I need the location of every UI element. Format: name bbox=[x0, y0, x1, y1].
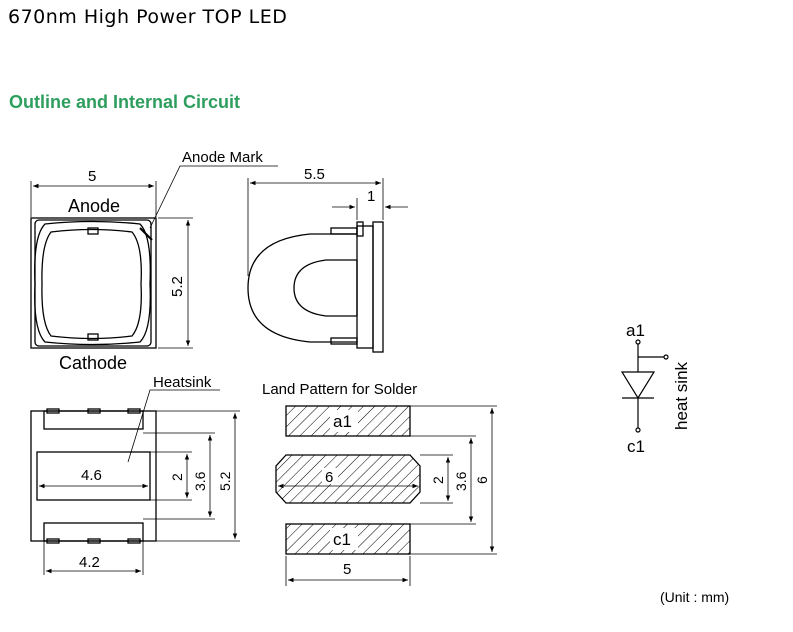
top-view-body bbox=[30, 217, 157, 349]
heatsink-height-dim: 2 bbox=[169, 473, 185, 481]
anode-mark-notch bbox=[139, 227, 153, 241]
diode-symbol bbox=[620, 371, 656, 400]
heatsink-width-dim: 4.6 bbox=[81, 467, 102, 484]
side-frame bbox=[356, 225, 374, 349]
circuit-cathode-terminal bbox=[635, 427, 641, 433]
top-height-dim: 5.2 bbox=[169, 276, 186, 297]
side-dome-inner bbox=[293, 259, 357, 317]
bottom-tab bbox=[87, 333, 99, 341]
lens-inner-outline bbox=[41, 228, 142, 340]
side-tab-dim: 1 bbox=[367, 188, 375, 205]
circuit-heatsink-terminal bbox=[663, 354, 669, 360]
pad-width-dim: 5 bbox=[343, 561, 351, 578]
land-pattern bbox=[275, 405, 497, 586]
heatsink-label: Heatsink bbox=[153, 374, 212, 391]
side-view bbox=[247, 178, 408, 353]
bottom-pad-top bbox=[43, 410, 144, 430]
side-lead-top bbox=[330, 227, 358, 235]
top-tab bbox=[87, 227, 99, 235]
lens-outer-outline bbox=[34, 220, 151, 346]
bottom-notch-4 bbox=[46, 538, 60, 544]
circuit-anode-label: a1 bbox=[626, 321, 645, 340]
bottom-notch-3 bbox=[127, 408, 141, 414]
bottom-view bbox=[30, 389, 240, 575]
land-pattern-title: Land Pattern for Solder bbox=[262, 381, 417, 398]
bottom-notch-6 bbox=[127, 538, 141, 544]
heatsink-pad bbox=[36, 451, 151, 501]
circuit-heatsink-label: heat sink bbox=[672, 361, 691, 430]
land-total-dim: 6 bbox=[474, 476, 490, 484]
land-pad-center bbox=[275, 454, 421, 504]
pad-c1-label: c1 bbox=[333, 530, 351, 549]
page-title: 670nm High Power TOP LED bbox=[8, 6, 288, 28]
section-title: Outline and Internal Circuit bbox=[9, 92, 241, 112]
pad-a1-label-bg bbox=[330, 410, 358, 432]
anode-mark-label: Anode Mark bbox=[182, 149, 263, 166]
pad-c1-label-bg bbox=[330, 528, 358, 550]
top-width-dim: 5 bbox=[88, 168, 96, 185]
side-body bbox=[372, 221, 384, 353]
side-length-dim: 5.5 bbox=[304, 166, 325, 183]
circuit-diagram bbox=[620, 339, 669, 433]
bottom-total-dim: 5.2 bbox=[217, 471, 233, 491]
bottom-pad-bottom bbox=[43, 522, 144, 542]
bottom-notch-1 bbox=[46, 408, 60, 414]
circuit-anode-terminal bbox=[635, 339, 641, 345]
side-dome-outer bbox=[247, 233, 357, 343]
anode-label: Anode bbox=[68, 196, 120, 216]
bottom-inner-dim: 3.6 bbox=[192, 471, 208, 491]
bottom-width-dim: 4.2 bbox=[79, 554, 100, 571]
top-view-frame bbox=[34, 219, 152, 347]
side-lead-bottom bbox=[330, 337, 358, 345]
cathode-label: Cathode bbox=[59, 353, 127, 373]
unit-note: (Unit : mm) bbox=[660, 589, 730, 605]
top-view bbox=[30, 165, 278, 349]
pad-a1-label: a1 bbox=[333, 412, 352, 431]
bottom-notch-5 bbox=[87, 538, 101, 544]
center-width-dim: 6 bbox=[325, 469, 333, 486]
center-height-dim: 2 bbox=[430, 476, 446, 484]
side-tab-top bbox=[356, 221, 364, 237]
circuit-cathode-label: c1 bbox=[627, 437, 645, 456]
bottom-notch-2 bbox=[87, 408, 101, 414]
land-inner-dim: 3.6 bbox=[453, 471, 469, 491]
center-label-bg bbox=[322, 468, 338, 484]
